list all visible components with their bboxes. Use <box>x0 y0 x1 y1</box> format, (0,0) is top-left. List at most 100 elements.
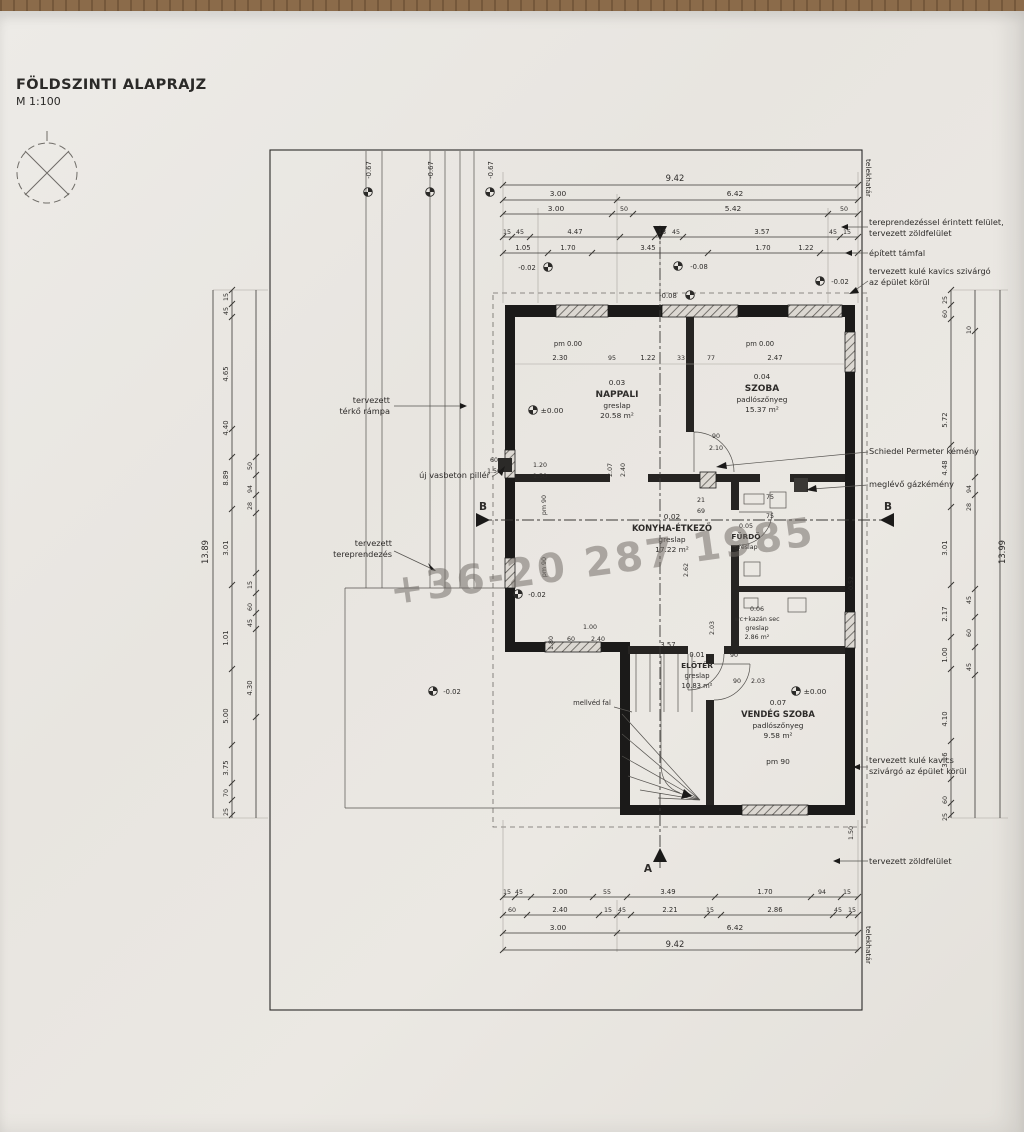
dim-lines-left <box>212 286 260 819</box>
dim-label: 3.49 <box>660 888 675 896</box>
door-swings <box>687 431 773 701</box>
concrete-pillar <box>498 458 512 472</box>
dim-label: 15 <box>223 293 230 301</box>
dim-label: 2.03 <box>709 621 716 635</box>
fixtures <box>498 458 807 613</box>
dim-label: 10 <box>966 326 973 334</box>
level-label: -0.67 <box>427 161 435 179</box>
section-label-b-right: B <box>884 501 892 513</box>
dim-label: 55 <box>603 889 611 896</box>
dim-lines-top <box>499 181 862 257</box>
dim-label: 77 <box>707 355 715 362</box>
dim-label: 15 <box>848 907 856 914</box>
dim-label: 2.03 <box>751 678 765 685</box>
dim-label: 60 <box>942 796 949 804</box>
dim-label: 1.22 <box>798 244 813 252</box>
room-area: 20.58 m² <box>600 411 634 420</box>
dim-label: 90 <box>733 678 741 685</box>
dim-label: 60 <box>508 907 516 914</box>
room-name: ELŐTÉR <box>681 661 713 670</box>
dim-label: 75 <box>766 494 774 501</box>
dim-label: 25 <box>942 296 949 304</box>
level-label: -0.67 <box>365 161 373 179</box>
window-openings <box>504 304 856 816</box>
annotation-line: tervezett kulé kavics <box>869 755 954 765</box>
dim-label: 60 <box>490 457 498 464</box>
dim-label: 6.42 <box>727 189 743 198</box>
dim-label: 2.30 <box>552 354 567 362</box>
dim-label: 50 <box>247 462 254 470</box>
dim-label: 9.42 <box>666 939 685 949</box>
annotation-line: szivárgó az épület körül <box>869 765 967 776</box>
paved-ramp <box>344 151 620 809</box>
drawing-scale: M 1:100 <box>16 95 61 108</box>
dim-label: 4.10 <box>941 711 949 726</box>
dim-label: 2.62 <box>683 563 690 577</box>
dim-label: 45 <box>834 907 842 914</box>
annotation-paved-ramp: tervezett térkő rámpa <box>300 395 390 416</box>
room-number: 0.03 <box>609 378 626 387</box>
dim-label: 45 <box>516 229 524 236</box>
section-line-b <box>476 513 894 527</box>
dim-labels-right: 13.99 25 60 5.72 4.48 3.01 2.17 1.00 4.1… <box>941 296 1007 821</box>
dim-label: 2.00 <box>552 888 567 896</box>
level-label: pm 0.00 <box>746 340 774 348</box>
dim-label: 1.00 <box>941 647 949 662</box>
annotation-line: Schiedel Permeter kémény <box>869 446 979 456</box>
room-name: NAPPALI <box>596 390 639 400</box>
room-labels: 0.03 NAPPALI greslap 20.58 m² 0.04 SZOBA… <box>596 372 816 766</box>
annotation-terrain-surface: tereprendezéssel érintett felület, terve… <box>869 217 1019 238</box>
dim-label: 2.47 <box>767 354 782 362</box>
dim-label: 1.70 <box>757 888 772 896</box>
dim-label: 70 <box>223 789 230 797</box>
dim-label: 60 <box>966 629 973 637</box>
annotation-gravel-drain-top: tervezett kulé kavics szivárgó az épület… <box>869 266 1019 287</box>
section-label-a: A <box>644 863 653 875</box>
annotation-gas-chimney: meglévő gázkémény <box>869 479 1019 490</box>
dim-label: 33 <box>677 355 685 362</box>
annotation-green-area: tervezett zöldfelület <box>869 856 1019 867</box>
dim-label: 50 <box>620 206 628 213</box>
dim-label: 28 <box>966 503 973 511</box>
room-number: 0.01 <box>689 651 704 659</box>
dim-label: 2.40 <box>552 906 567 914</box>
dim-label: 2.40 <box>620 463 627 477</box>
dim-label: 2.21 <box>662 906 677 914</box>
annotation-landscaping: tervezett tereprendezés <box>296 538 392 559</box>
room-name: SZOBA <box>745 384 780 394</box>
room-area: 15.37 m² <box>745 405 779 414</box>
level-label: -0.02 <box>528 591 546 599</box>
dim-label: 1.05 <box>515 244 530 252</box>
dim-label: 28 <box>247 502 254 510</box>
dim-label: 45 <box>966 596 973 604</box>
level-markers: -0.67 -0.67 -0.67 -0.02 -0.08 -0.08 -0.0… <box>363 161 849 696</box>
parapet-wall-label: mellvéd fal <box>573 699 611 707</box>
dim-labels-top: 9.42 3.00 6.42 3.00 50 5.42 50 15 45 4.4… <box>503 173 851 252</box>
dim-label: 3.57 <box>660 641 675 649</box>
dim-label: 15 <box>503 889 511 896</box>
dim-label: 95 <box>608 355 616 362</box>
dim-label: 15 <box>604 907 612 914</box>
drawing-title: FÖLDSZINTI ALAPRAJZ <box>16 77 207 93</box>
dim-label: 8.89 <box>222 470 230 485</box>
dim-label: 1.01 <box>222 630 230 645</box>
dim-label: 3.45 <box>640 244 655 252</box>
stairs <box>621 654 701 801</box>
extension-lines <box>213 172 1008 952</box>
dim-label: 15 <box>503 229 511 236</box>
dim-label: 2.07 <box>607 463 614 477</box>
dim-label: 25 <box>942 813 949 821</box>
dim-label: 3.01 <box>222 540 230 555</box>
level-label: -0.08 <box>690 263 708 271</box>
dim-label: 69 <box>697 508 705 515</box>
dim-label: 18 <box>658 229 666 236</box>
dim-label: 1.50 <box>533 473 547 480</box>
dim-label: 25 <box>223 808 230 816</box>
dim-label: 3.57 <box>754 228 769 236</box>
boundary-label-bottom: telekhatár <box>864 926 873 965</box>
leader-arrows <box>393 224 869 864</box>
gravel-drain-outline <box>492 292 868 828</box>
annotation-schiedel-chimney: Schiedel Permeter kémény <box>869 446 1019 457</box>
level-label: -0.67 <box>487 161 495 179</box>
